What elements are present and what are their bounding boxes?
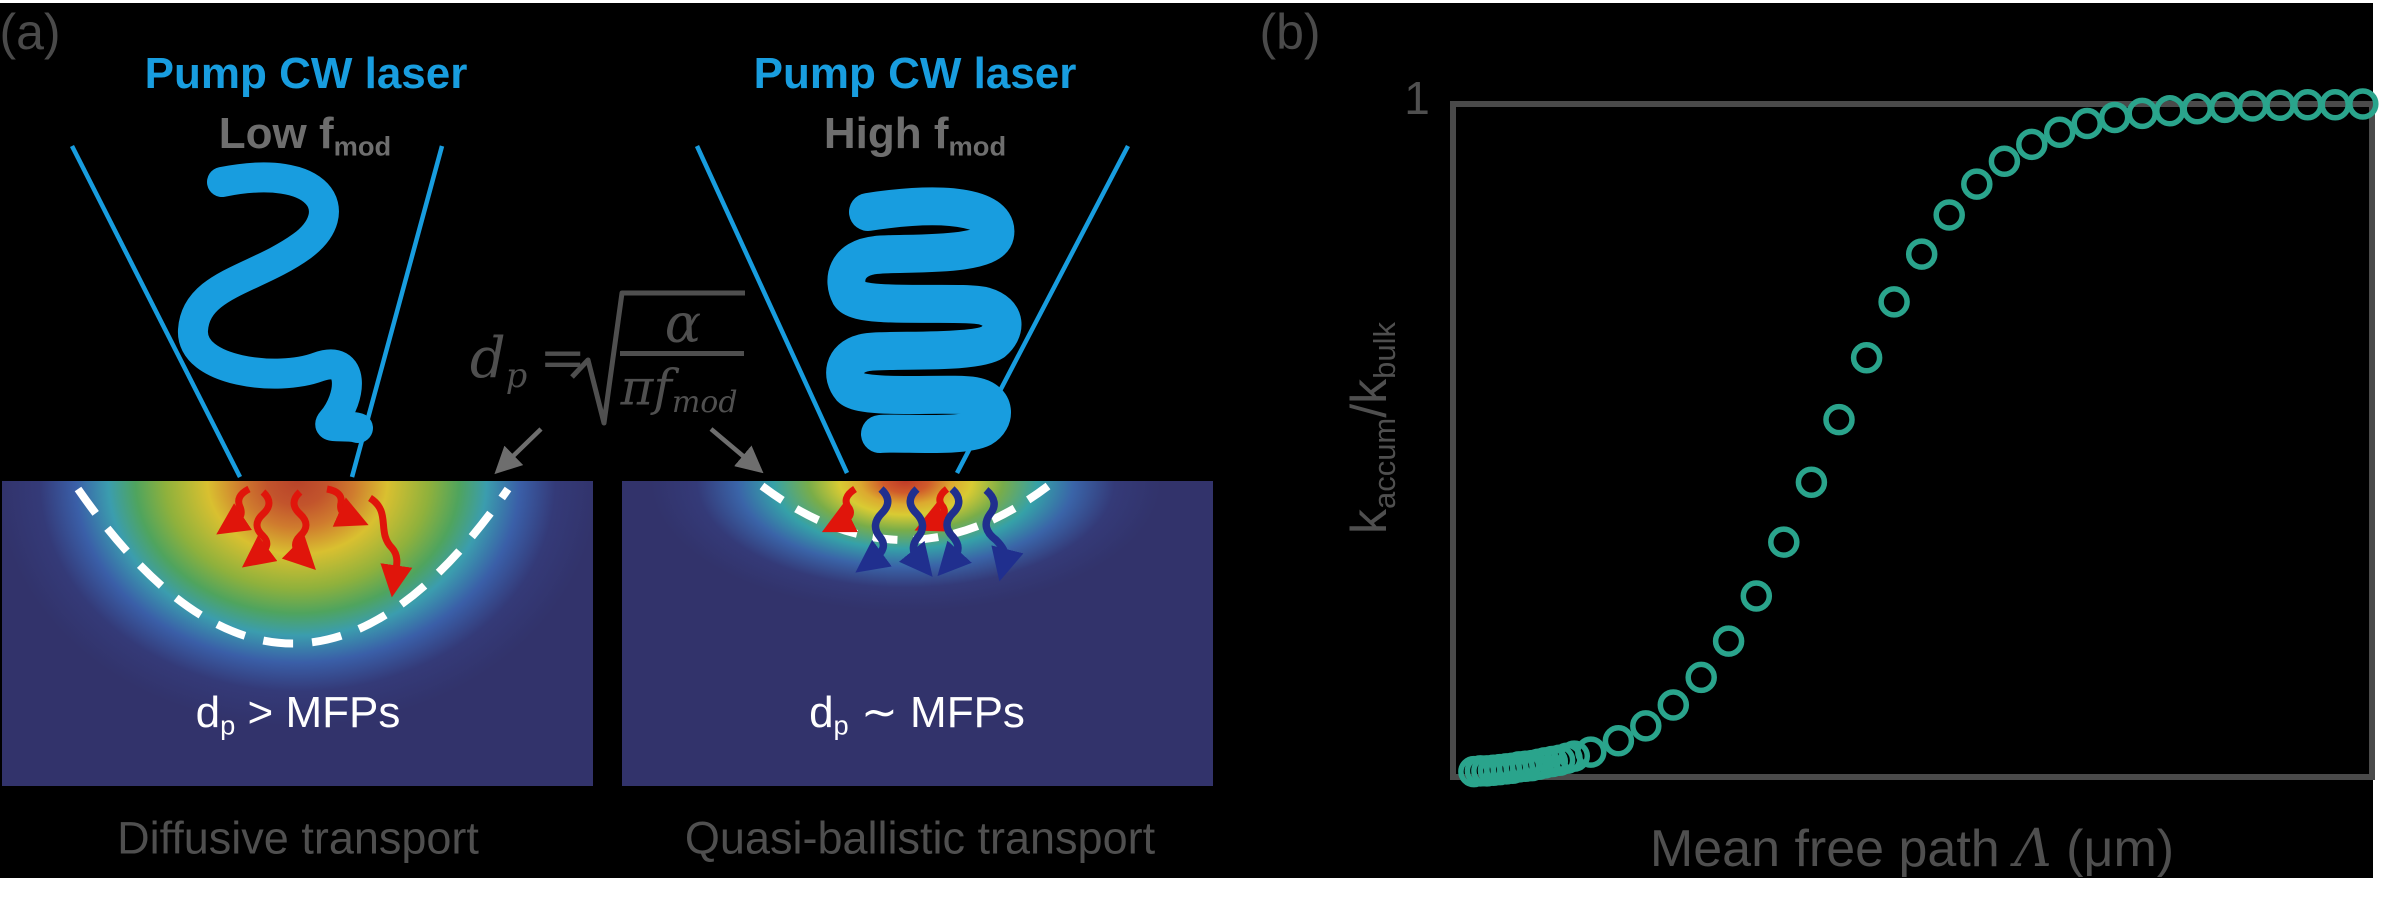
data-point — [1685, 661, 1717, 694]
laser-beam-high-freq-icon — [826, 187, 1022, 453]
formula-denominator: πfmod — [620, 358, 738, 420]
y-axis-label: kaccum/kbulk — [1341, 321, 1402, 535]
data-point — [1768, 526, 1800, 558]
caption-diffusive: Diffusive transport — [117, 812, 479, 864]
data-point — [1630, 710, 1662, 742]
heatmap-diffusive — [2, 481, 593, 786]
data-point — [1575, 736, 1607, 768]
laser-title-right: Pump CW laser — [753, 49, 1077, 98]
data-point — [2016, 128, 2048, 161]
pointer-arrow-icon — [494, 427, 543, 475]
freq-label-low: Low fmod — [218, 109, 392, 162]
phonon-arrow-icon — [241, 489, 278, 568]
caption-quasiballistic: Quasi-ballistic transport — [684, 812, 1156, 864]
penetration-depth-arc-left — [74, 486, 512, 648]
data-point — [2347, 88, 2379, 120]
data-point — [2208, 91, 2241, 124]
phonon-arrow-icon — [216, 485, 252, 535]
phonon-arrow-icon — [821, 486, 858, 533]
data-point — [1795, 466, 1828, 498]
phonon-arrow-icon — [367, 495, 413, 598]
pointer-arrow-icon — [709, 427, 764, 474]
phonon-arrow-icon — [855, 486, 892, 573]
phonon-arrow-icon — [937, 486, 972, 577]
data-point — [1823, 403, 1855, 436]
data-point — [1558, 740, 1591, 772]
depth-label-diffusive: dp > MFPs — [195, 688, 401, 741]
freq-label-high: High fmod — [823, 109, 1007, 162]
formula-lhs: dp= — [469, 326, 587, 396]
data-point — [2071, 107, 2103, 140]
data-point — [1657, 689, 1690, 721]
phonon-arrow-icon — [281, 489, 316, 570]
plot-frame — [1450, 101, 2375, 780]
data-point — [1740, 580, 1773, 612]
data-point — [1712, 625, 1745, 657]
fraction-bar — [620, 351, 744, 356]
phonon-arrows-quasiballistic-red — [821, 486, 951, 533]
panel-b-label: (b) — [1259, 4, 1321, 60]
sqrt-radical-icon — [570, 290, 745, 426]
data-point — [1933, 199, 1965, 231]
phonon-arrow-icon — [326, 485, 369, 527]
data-point — [1850, 341, 1883, 374]
y-axis-tick-1: 1 — [1404, 72, 1430, 124]
laser-beam-low-freq-icon — [178, 162, 373, 443]
phonon-arrows-quasiballistic-navy — [855, 486, 1024, 582]
phonon-arrow-icon — [982, 487, 1024, 582]
laser-title-left: Pump CW laser — [144, 49, 468, 98]
formula-pointer-arrows — [494, 427, 764, 475]
data-point — [1988, 145, 2021, 177]
data-point — [2181, 92, 2213, 125]
data-point — [1602, 724, 1635, 757]
phonon-arrows-diffusive — [216, 485, 413, 598]
penetration-depth-arc-right — [759, 482, 1051, 544]
laser-cone-left-icon — [69, 144, 445, 479]
data-point — [2043, 116, 2076, 149]
scatter-series — [1458, 88, 2379, 788]
phonon-arrow-icon — [898, 486, 933, 577]
panel-a-label: (a) — [0, 4, 61, 60]
data-point — [1878, 286, 1910, 318]
data-point — [1961, 168, 1993, 200]
formula-numerator: α — [664, 292, 702, 355]
depth-label-quasiballistic: dp ∼ MFPs — [809, 688, 1025, 741]
x-axis-label: Mean free path Λ (μm) — [1649, 819, 2175, 879]
phonon-arrow-icon — [914, 486, 951, 532]
data-point — [1905, 238, 1938, 270]
data-point — [2098, 101, 2131, 134]
